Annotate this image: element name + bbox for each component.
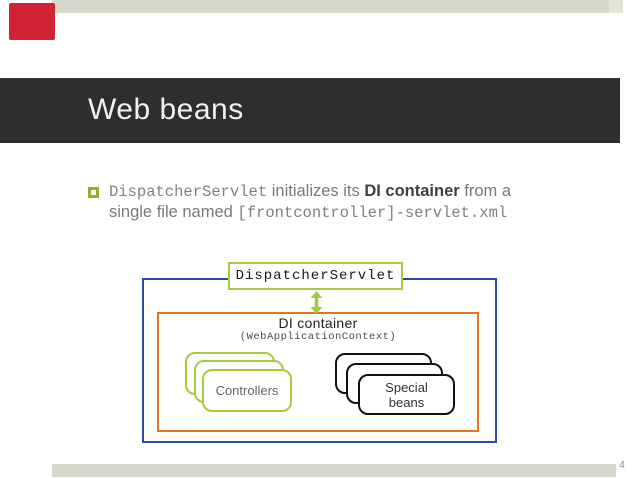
- controllers-label: Controllers: [215, 383, 279, 398]
- bullet-square-icon: [88, 187, 99, 198]
- bottom-strip: [52, 464, 616, 477]
- red-accent-square: [9, 3, 55, 40]
- dispatcher-servlet-label: DispatcherServlet: [235, 268, 396, 284]
- bullet-text-plain: single file named: [109, 203, 238, 221]
- controllers-box-front: Controllers: [202, 369, 292, 412]
- top-strip: [52, 0, 623, 13]
- special-beans-label: Special beans: [385, 379, 428, 410]
- bullet-line-1: DispatcherServlet initializes its DI con…: [109, 181, 511, 202]
- code-servlet-xml: [frontcontroller]-servlet.xml: [237, 204, 508, 222]
- bullet-paragraph: DispatcherServlet initializes its DI con…: [109, 181, 511, 223]
- bidirectional-arrow-icon: [310, 291, 323, 314]
- dispatcher-servlet-box: DispatcherServlet: [228, 262, 403, 290]
- code-dispatcher-servlet: DispatcherServlet: [109, 183, 268, 201]
- page-number: 4: [619, 460, 625, 471]
- title-bar: Web beans: [0, 78, 620, 143]
- bullet-text-plain: initializes its: [267, 182, 365, 200]
- di-container-label: DI container: [278, 315, 358, 331]
- top-strip-end-cap: [609, 0, 623, 13]
- bullet-line-2: single file named [frontcontroller]-serv…: [109, 202, 511, 223]
- bullet-text-plain: from a: [459, 182, 512, 200]
- web-application-context-label: (WebApplicationContext): [239, 331, 397, 343]
- special-beans-box-front: Special beans: [358, 374, 455, 415]
- slide-title: Web beans: [88, 93, 244, 126]
- bullet-text-emphasis: DI container: [364, 182, 460, 200]
